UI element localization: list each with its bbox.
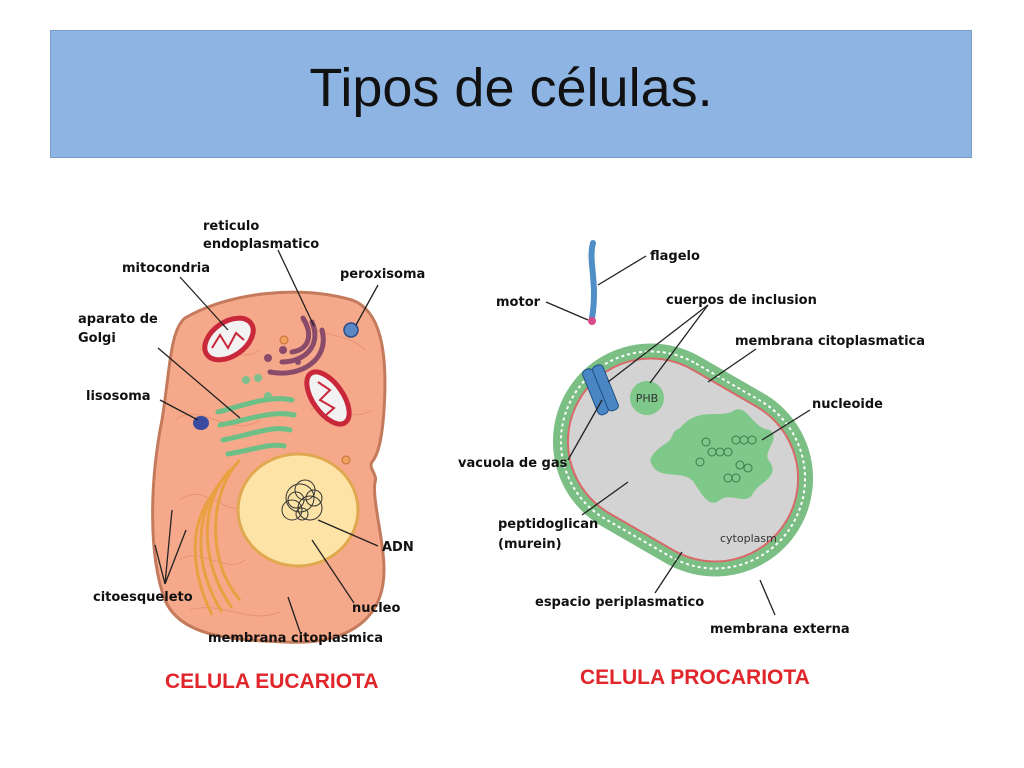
peptidoglycan-layer <box>559 350 807 570</box>
mitochondrion-icon <box>304 369 352 427</box>
dna-icon <box>281 479 323 521</box>
eukaryote-leader-lines <box>154 249 379 633</box>
peroxisome-icon <box>343 322 359 338</box>
golgi-apparatus-icon <box>215 396 297 457</box>
label-vacuola-de-gas: vacuola de gas <box>458 456 568 471</box>
prokaryote-leader-lines <box>545 255 811 616</box>
caption-eukaryote: CELULA EUCARIOTA <box>165 670 379 693</box>
gas-vacuole-icon <box>582 364 619 416</box>
caption-prokaryote: CELULA PROCARIOTA <box>580 666 810 689</box>
label-espacio-periplasmatico: espacio periplasmatico <box>535 595 704 610</box>
motor-icon <box>588 317 596 325</box>
label-adn: ADN <box>382 540 414 555</box>
label-peptidoglican: peptidoglican <box>498 517 598 532</box>
nuclear-er-icon <box>193 458 242 616</box>
nucleoid-icon <box>650 409 774 503</box>
slide-title: Tipos de células. <box>309 58 713 118</box>
label-murein: (murein) <box>498 537 562 552</box>
label-peroxisoma: peroxisoma <box>340 267 425 282</box>
label-golgi: Golgi <box>78 331 116 346</box>
label-citoesqueleto: citoesqueleto <box>93 590 193 605</box>
label-nucleo: nucleo <box>352 601 400 616</box>
eukaryotic-cell: reticulo endoplasmatico mitocondria pero… <box>78 219 425 693</box>
prokaryotic-cell: PHB cytoplasm flagelo moto <box>458 240 925 689</box>
label-mitocondria: mitocondria <box>122 261 210 276</box>
title-banner: Tipos de células. <box>50 30 972 158</box>
label-lisosoma: lisosoma <box>86 389 151 404</box>
mitochondrion-icon <box>202 315 256 363</box>
label-flagelo: flagelo <box>650 249 700 264</box>
endoplasmic-reticulum-icon <box>267 315 326 376</box>
label-aparato-de: aparato de <box>78 312 158 327</box>
cytoplasm-label: cytoplasm <box>720 532 777 545</box>
label-cuerpos-de-inclusion: cuerpos de inclusion <box>666 293 817 308</box>
label-endoplasmatico: endoplasmatico <box>203 237 319 252</box>
label-membrana-citoplasmica: membrana citoplasmica <box>208 631 383 646</box>
label-membrana-citoplasmatica: membrana citoplasmatica <box>735 334 925 349</box>
label-nucleoide: nucleoide <box>812 397 883 412</box>
label-motor: motor <box>496 295 541 310</box>
nucleus-icon <box>236 452 360 568</box>
label-membrana-externa: membrana externa <box>710 622 850 637</box>
phb-label: PHB <box>636 392 658 405</box>
phb-inclusion-icon <box>630 381 664 415</box>
label-reticulo: reticulo <box>203 219 259 234</box>
flagellum-icon <box>588 240 597 321</box>
